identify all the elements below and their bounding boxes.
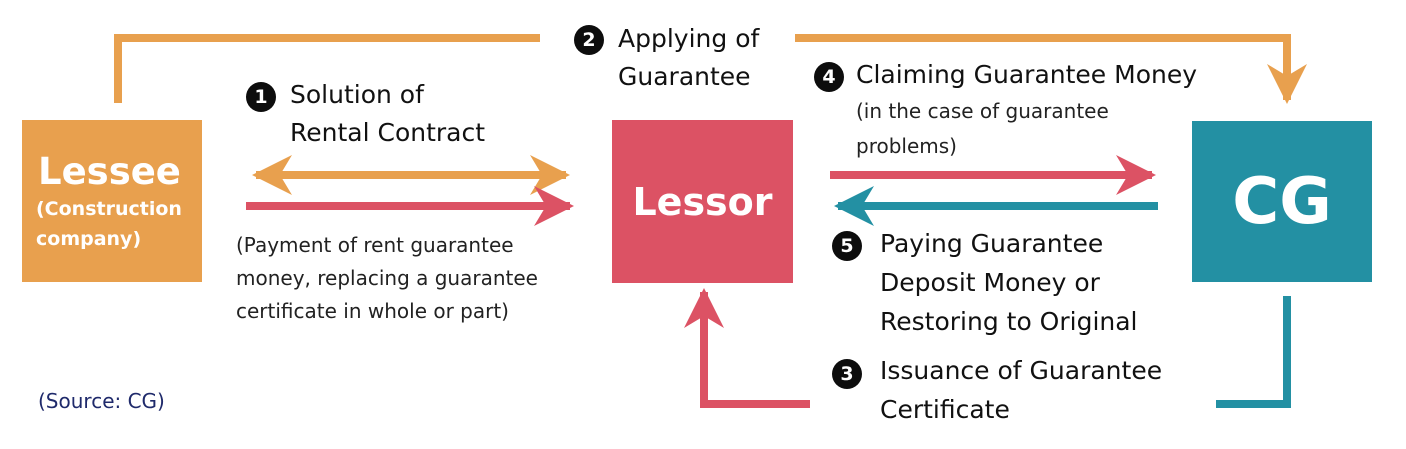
- lessee-subtitle-line2: company): [36, 228, 142, 250]
- step-5-badge: 5: [832, 231, 862, 261]
- step-5-line1: Paying Guarantee: [880, 229, 1104, 258]
- step-5-line2: Deposit Money or: [880, 268, 1100, 297]
- arrow-issuance-red: [684, 288, 810, 408]
- step-4-line1: Claiming Guarantee Money: [856, 60, 1198, 89]
- arrow-applying-guarantee: [114, 34, 540, 103]
- step-2-line2: Guarantee: [618, 62, 751, 91]
- step-3-line1: Issuance of Guarantee: [880, 356, 1163, 385]
- step-5-line3: Restoring to Original: [880, 307, 1138, 336]
- arrow-issuance-teal: [1216, 296, 1291, 408]
- lessee-subtitle-line1: (Construction: [36, 198, 182, 220]
- step-1-badge: 1: [246, 82, 276, 112]
- lessor-box: Lessor: [612, 120, 793, 283]
- cg-title: CG: [1232, 164, 1332, 239]
- step-3-badge: 3: [832, 359, 862, 389]
- step-4-badge: 4: [814, 62, 844, 92]
- arrow-applying-guarantee-right: [795, 34, 1307, 104]
- payment-note-line2: money, replacing a guarantee: [236, 266, 538, 290]
- lessee-box: Lessee (Construction company): [22, 120, 202, 282]
- step-4-note2: problems): [856, 134, 957, 158]
- step-1-line1: Solution of: [290, 80, 424, 109]
- payment-note-line1: (Payment of rent guarantee: [236, 233, 514, 257]
- step-4-note1: (in the case of guarantee: [856, 99, 1109, 123]
- step-2-line1: Applying of: [618, 24, 760, 53]
- step-3-line2: Certificate: [880, 395, 1010, 424]
- step-2-badge: 2: [574, 25, 604, 55]
- lessor-title: Lessor: [632, 179, 773, 224]
- cg-box: CG: [1192, 121, 1372, 282]
- step-1-line2: Rental Contract: [290, 118, 486, 147]
- lessee-title: Lessee: [38, 150, 181, 193]
- source-caption: (Source: CG): [38, 389, 165, 413]
- payment-note-line3: certificate in whole or part): [236, 299, 509, 323]
